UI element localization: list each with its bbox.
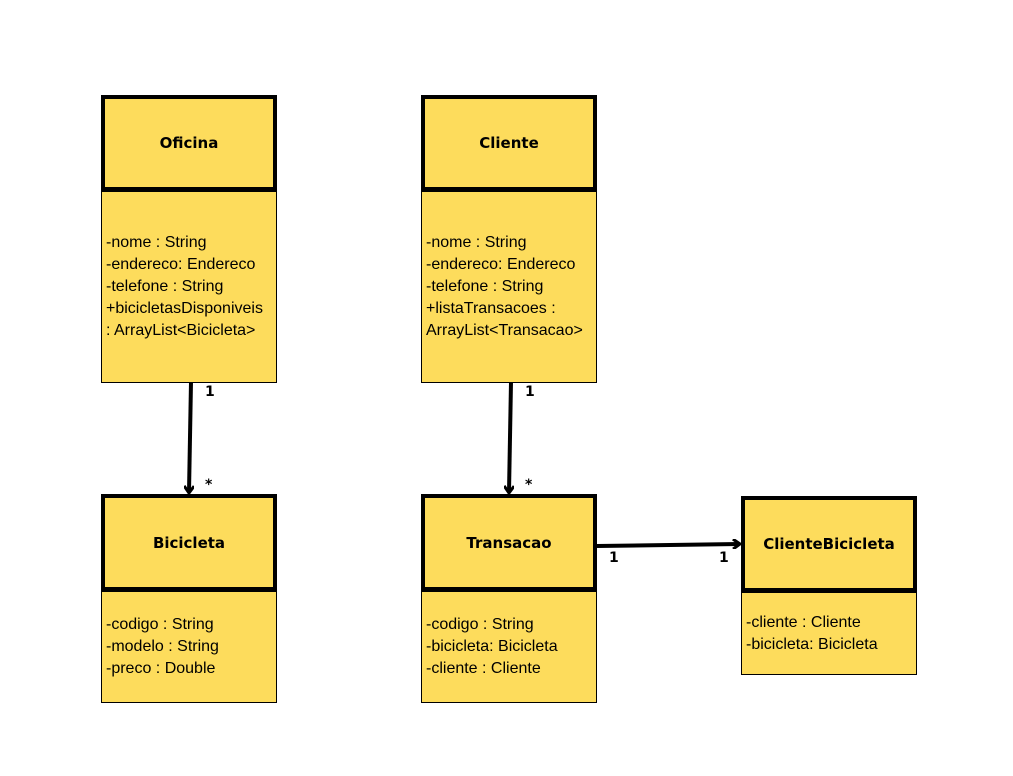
class-cliente-name: Cliente [479, 134, 539, 152]
association-line-cliente-transacao [509, 381, 511, 492]
class-bicicleta-name: Bicicleta [152, 533, 226, 552]
attribute: -codigo : String [106, 616, 214, 633]
attribute: -endereco: Endereco [106, 256, 256, 273]
class-oficina-header: Oficina [101, 95, 277, 191]
class-transacao-name: Transacao [466, 533, 552, 552]
class-transacao-attributes: -codigo : String -bicicleta: Bicicleta -… [421, 591, 597, 703]
attribute: ArrayList<Transacao> [426, 322, 583, 339]
attribute: -preco : Double [106, 660, 216, 677]
attribute: -cliente : Cliente [426, 660, 541, 677]
association-line-oficina-bicicleta [189, 381, 191, 492]
multiplicity-cliente-side: 1 [525, 384, 535, 400]
attribute: +listaTransacoes : [426, 300, 556, 317]
class-oficina-attributes: -nome : String -endereco: Endereco -tele… [101, 191, 277, 383]
multiplicity-oficina-side: 1 [205, 384, 215, 400]
attribute: -bicicleta: Bicicleta [426, 638, 558, 655]
class-bicicleta-header: Bicicleta [101, 494, 277, 591]
attribute: -telefone : String [106, 278, 224, 295]
attribute: -telefone : String [426, 278, 544, 295]
class-clientebicicleta-name: ClienteBicicleta [763, 535, 895, 553]
attribute: -codigo : String [426, 616, 534, 633]
class-cliente-attributes: -nome : String -endereco: Endereco -tele… [421, 191, 597, 383]
attribute: : ArrayList<Bicicleta> [106, 322, 256, 339]
class-bicicleta-attributes: -codigo : String -modelo : String -preco… [101, 591, 277, 703]
class-oficina-name: Oficina [159, 134, 219, 152]
attribute: -modelo : String [106, 638, 219, 655]
attribute: +bicicletasDisponiveis [106, 300, 263, 317]
class-clientebicicleta-header: ClienteBicicleta [741, 496, 917, 592]
association-line-transacao-clientebicicleta [596, 544, 739, 546]
class-transacao-header: Transacao [421, 494, 597, 591]
attribute: -cliente : Cliente [746, 613, 861, 631]
attribute: -endereco: Endereco [426, 256, 576, 273]
multiplicity-transacao-source: 1 [609, 550, 619, 566]
attribute: -bicicleta: Bicicleta [746, 635, 878, 653]
attribute: -nome : String [426, 234, 527, 251]
class-cliente-header: Cliente [421, 95, 597, 191]
multiplicity-bicicleta-side: * [205, 477, 213, 493]
class-clientebicicleta-attributes: -cliente : Cliente -bicicleta: Bicicleta [741, 592, 917, 675]
attribute: -nome : String [106, 234, 207, 251]
multiplicity-transacao-side: * [525, 477, 533, 493]
multiplicity-clientebicicleta-target: 1 [719, 550, 729, 566]
